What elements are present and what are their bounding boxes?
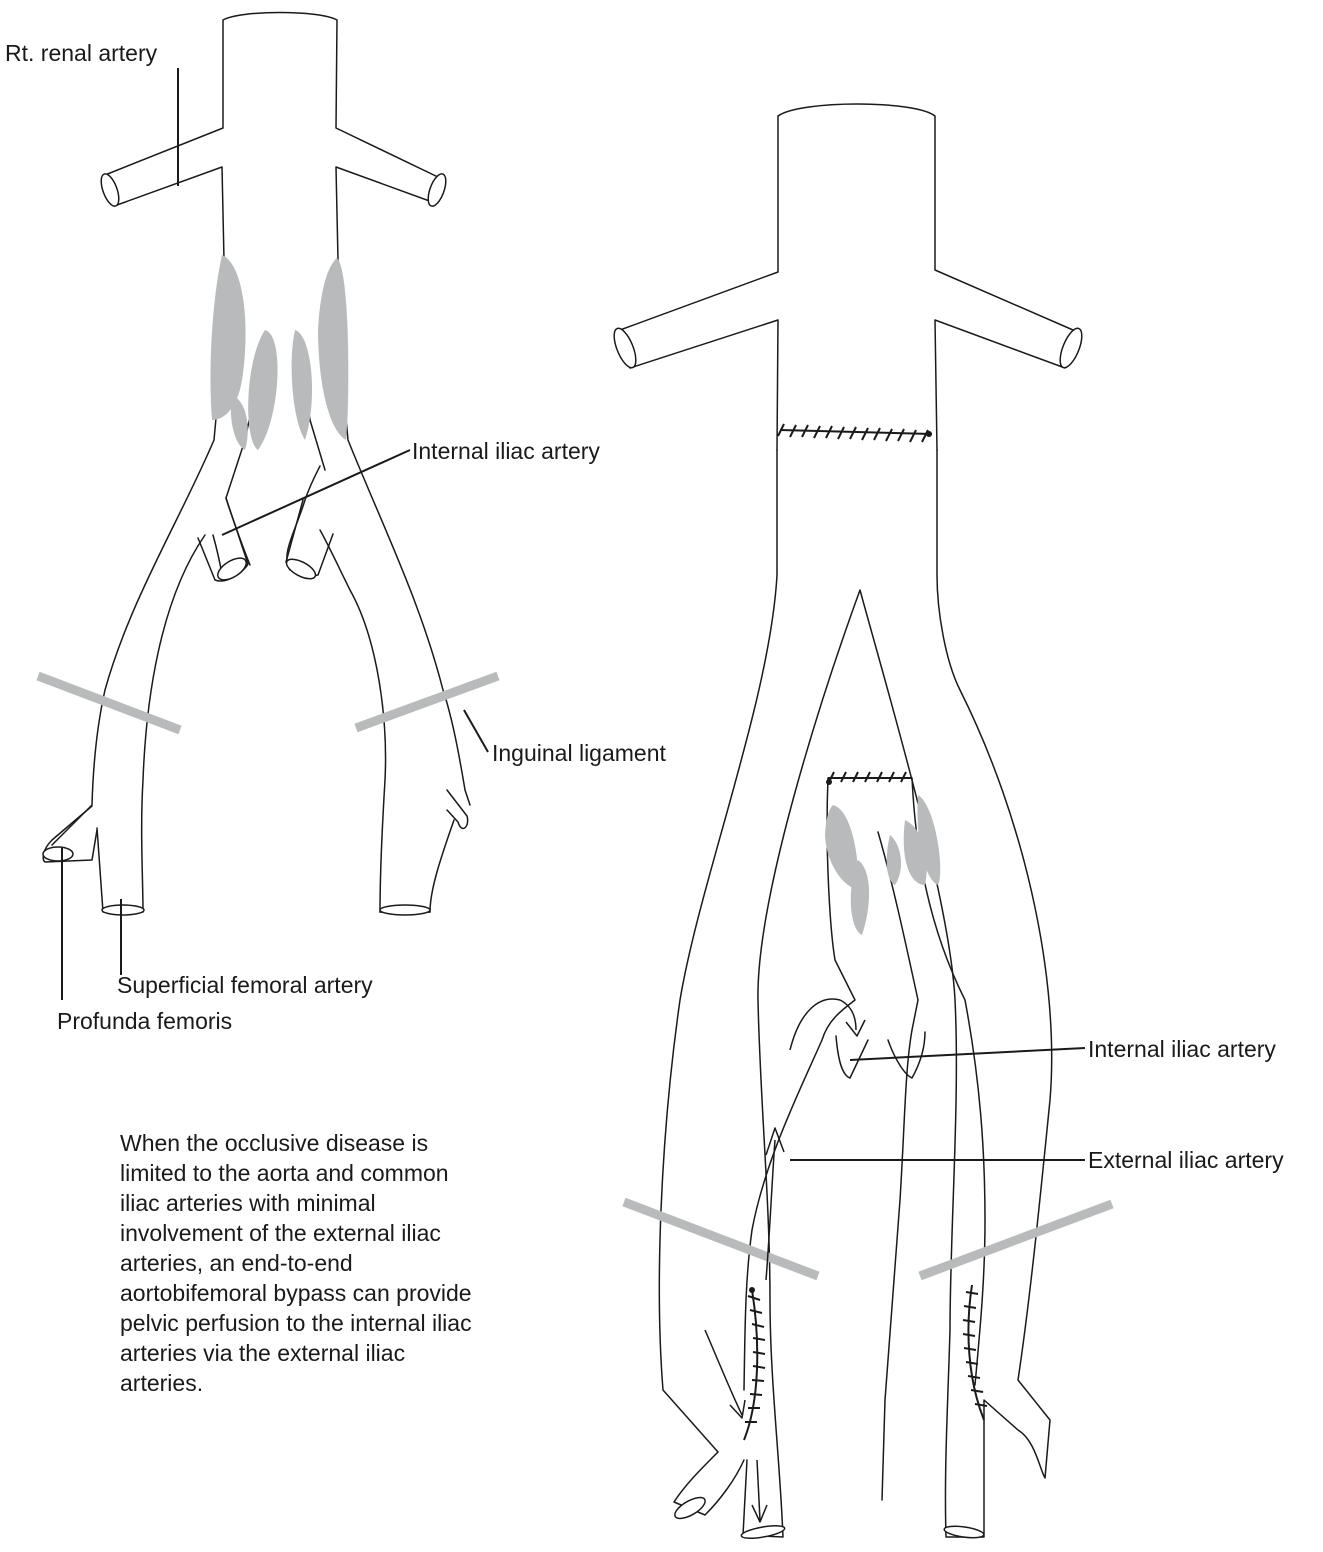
arrow-down-graft-right <box>705 1330 745 1418</box>
label-profunda-femoris: Profunda femoris <box>57 1008 232 1036</box>
right-ligament-bar-left <box>920 1204 1112 1276</box>
label-rt-renal-artery: Rt. renal artery <box>5 40 157 68</box>
arrow-down-femoral <box>752 1460 767 1522</box>
left-plaque-2 <box>248 330 277 450</box>
right-renal-stub-right <box>610 326 641 371</box>
figure-caption: When the occlusive disease is limited to… <box>120 1128 490 1398</box>
left-plaque-5 <box>231 395 248 450</box>
left-ligament-bar-left <box>356 676 498 728</box>
suture-aortic-stump <box>826 772 912 785</box>
left-left-femoral-branch <box>380 790 468 912</box>
left-renal-stub-right <box>98 172 123 209</box>
label-external-iliac-artery-right: External iliac artery <box>1088 1147 1284 1175</box>
right-graft-outline <box>659 450 1051 1537</box>
right-ligament-bar-right <box>624 1202 818 1276</box>
arrow-into-internal-iliac <box>790 999 865 1050</box>
suture-femoral-anastomosis-right <box>744 1287 765 1440</box>
left-plaque-3 <box>292 330 312 440</box>
leader-internal-iliac-right <box>850 1048 1085 1060</box>
left-profunda-opening <box>43 847 73 861</box>
left-plaque-1 <box>210 255 245 420</box>
right-plaque-5 <box>887 835 901 885</box>
right-renal-stub-left <box>1056 326 1087 371</box>
label-internal-iliac-artery-left: Internal iliac artery <box>412 438 600 466</box>
left-renal-stub-left <box>425 172 450 209</box>
label-internal-iliac-artery-right: Internal iliac artery <box>1088 1036 1276 1064</box>
leader-inguinal-ligament <box>464 710 488 752</box>
left-figure <box>38 13 498 1001</box>
left-plaque-4 <box>318 258 348 440</box>
left-sfa-opening <box>102 905 144 915</box>
label-superficial-femoral-artery: Superficial femoral artery <box>117 972 373 1000</box>
right-internal-iliac-stub-1 <box>836 1036 868 1078</box>
right-graft-limb-end-right <box>740 1523 785 1540</box>
left-aorta-outline <box>52 13 470 913</box>
left-ligament-bar-right <box>38 676 180 730</box>
right-aorta-outline <box>620 104 1073 450</box>
suture-proximal-anastomosis <box>778 424 932 442</box>
left-internal-iliac-opening-left <box>284 555 319 582</box>
left-left-femoral-opening <box>380 905 430 915</box>
right-figure <box>610 104 1112 1541</box>
label-inguinal-ligament: Inguinal ligament <box>492 740 666 768</box>
